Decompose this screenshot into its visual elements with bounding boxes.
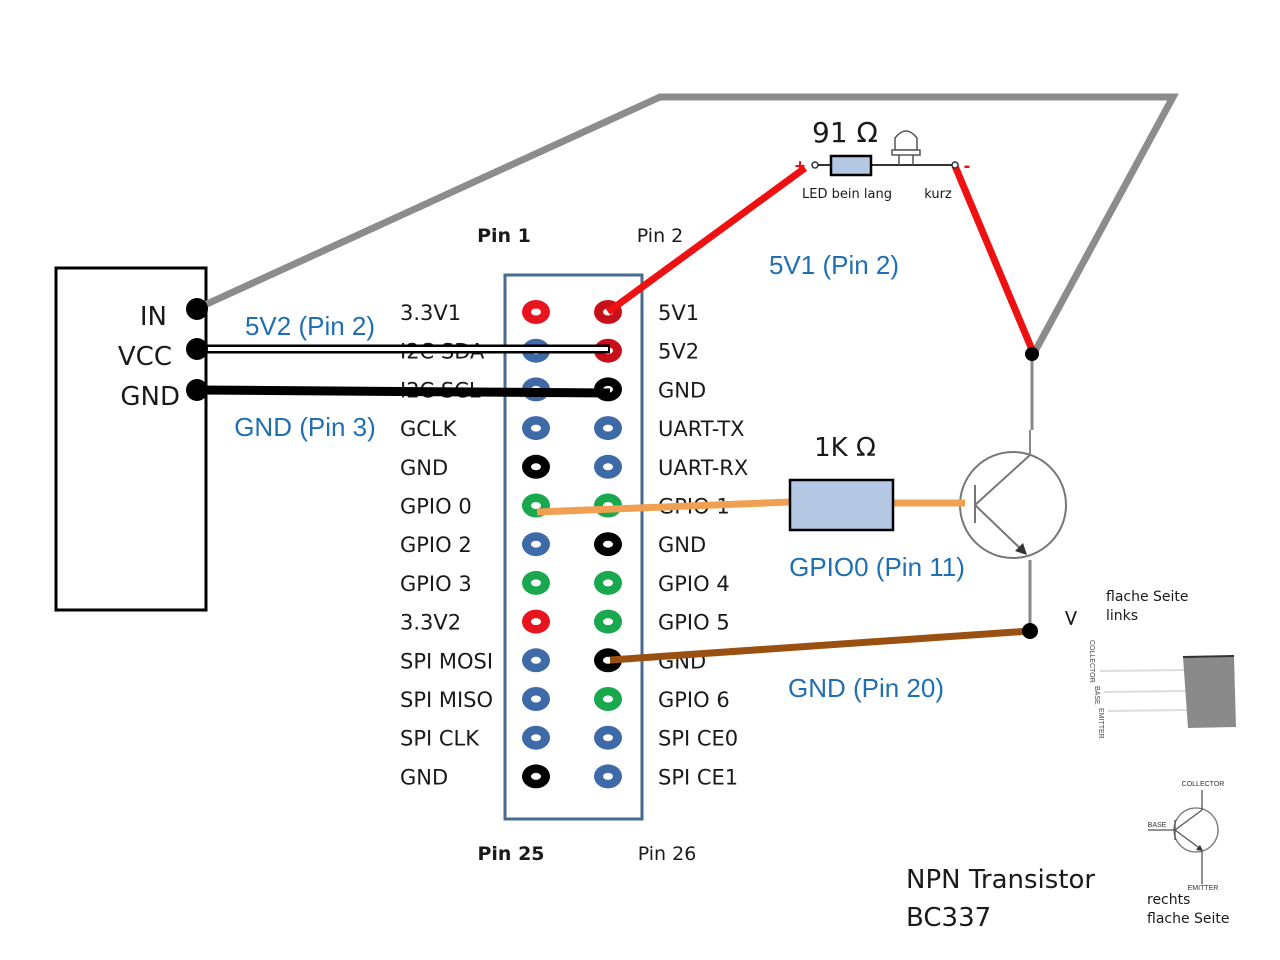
pin-label-left: GND (400, 765, 448, 789)
package-pin-emitter: EMITTER (1097, 708, 1104, 739)
relay-pin-gnd (186, 379, 208, 401)
orange-wire-gpio0 (536, 498, 791, 516)
transistor-package-icon (1099, 655, 1236, 728)
pin1-label: Pin 1 (477, 225, 531, 247)
pin-label-left: SPI CLK (400, 727, 480, 751)
pin-label-left: SPI MISO (400, 688, 493, 712)
led-resistor-value: 91 Ω (812, 116, 878, 149)
header-pin-left-25 (522, 764, 550, 789)
relay-module (54, 266, 208, 612)
npn-reference-symbol-icon (1148, 790, 1219, 884)
header-pin-left-21 (522, 687, 550, 711)
pin-label-right: 5V1 (658, 301, 699, 325)
brown-wire-emitter-gnd (609, 627, 1031, 664)
pin-label-right: 5V2 (658, 340, 699, 364)
pin-label-left: 3.3V2 (400, 611, 461, 635)
header-pin-right-24 (594, 725, 622, 750)
pin-label-right: GPIO 5 (658, 611, 730, 635)
header-pin-right-8 (594, 416, 622, 441)
gnd-wire-annotation: GND (Pin 3) (234, 412, 376, 442)
gpio-wire-annotation: GPIO0 (Pin 11) (789, 552, 965, 582)
transistor-name-line1: NPN Transistor (906, 865, 1095, 895)
led-minus-sign: - (964, 155, 971, 177)
gray-wire-in-to-collector (196, 93, 1179, 357)
led-icon (891, 130, 921, 165)
package-note-line2: links (1106, 608, 1138, 624)
header-pin-left-1 (522, 300, 550, 324)
pin-label-left: GPIO 2 (400, 533, 472, 557)
pin-label-right: GPIO 6 (658, 688, 730, 712)
ref-emitter-label: EMITTER (1188, 885, 1219, 892)
relay-pin-vcc (186, 338, 208, 360)
pin-label-left: GCLK (400, 417, 458, 441)
symbol-note-line1: rechts (1147, 892, 1190, 908)
emitter-gnd-annotation: GND (Pin 20) (788, 673, 944, 703)
package-note-line1: flache Seite (1106, 589, 1189, 605)
pin-label-right: GND (658, 378, 706, 402)
emitter-arrow-icon (1015, 543, 1027, 555)
relay-pin-in-label: IN (140, 302, 167, 332)
base-resistor (788, 478, 895, 532)
base-resistor-value: 1K Ω (814, 433, 876, 463)
pin-label-left: GPIO 0 (400, 495, 472, 519)
pin-label-right: GPIO 4 (658, 572, 730, 596)
relay-pin-gnd-label: GND (120, 382, 180, 412)
pin-label-left: GND (400, 456, 448, 480)
collector-internal (974, 454, 1031, 506)
collector-node (1025, 347, 1039, 361)
header-pin-left-23 (522, 725, 550, 750)
led-terminal-plus (811, 161, 819, 169)
pin-label-right: GND (658, 533, 706, 557)
pin26-label: Pin 26 (638, 843, 697, 865)
led-resistor (829, 154, 873, 177)
ref-base-label: BASE (1148, 822, 1167, 829)
header-pin-right-16 (594, 570, 622, 595)
pin-label-right: SPI CE0 (658, 727, 738, 751)
led-terminal-minus (951, 161, 959, 169)
relay-pin-vcc-label: VCC (118, 342, 172, 372)
relay-pin-in (186, 298, 208, 320)
pin2-label: Pin 2 (637, 225, 684, 247)
gnd-wire (197, 385, 611, 398)
header-pin-right-10 (594, 454, 622, 479)
vcc-wire-annotation: 5V2 (Pin 2) (245, 311, 375, 341)
header-pin-left-17 (522, 609, 550, 634)
emitter-node (1022, 623, 1038, 639)
pin-label-right: UART-RX (658, 456, 748, 480)
header-pin-left-15 (522, 570, 550, 595)
led-long-leg-label: LED bein lang (802, 187, 892, 202)
pin-label-left: 3.3V1 (400, 301, 461, 325)
red-wire-led-to-collector (951, 164, 1037, 354)
header-pin-left-7 (522, 416, 550, 441)
pin-label-left: SPI MOSI (400, 649, 493, 673)
led-plus-sign: + (795, 156, 806, 176)
package-arrow-glyph: > (1058, 609, 1083, 627)
pin-label-right: UART-TX (658, 417, 745, 441)
header-pin-right-26 (594, 764, 622, 789)
header-pin-right-22 (594, 687, 622, 711)
emitter-internal (974, 504, 1026, 554)
header-pin-left-9 (522, 454, 550, 479)
header-pin-right-18 (594, 609, 622, 634)
pin-label-left: GPIO 3 (400, 572, 472, 596)
package-pin-base: BASE (1093, 686, 1100, 705)
header-pin-left-13 (522, 532, 550, 557)
pin-label-right: SPI CE1 (658, 765, 738, 789)
pin25-label: Pin 25 (477, 843, 544, 865)
header-pin-right-14 (594, 532, 622, 557)
ref-collector-label: COLLECTOR (1182, 781, 1225, 788)
red-wire-5v1 (605, 165, 808, 315)
transistor-name-line2: BC337 (906, 903, 991, 933)
header-pin-left-19 (522, 648, 550, 673)
package-pin-collector: COLLECTOR (1088, 640, 1095, 683)
led-supply-annotation: 5V1 (Pin 2) (769, 250, 899, 280)
led-short-leg-label: kurz (924, 187, 952, 202)
symbol-note-line2: flache Seite (1147, 911, 1230, 927)
